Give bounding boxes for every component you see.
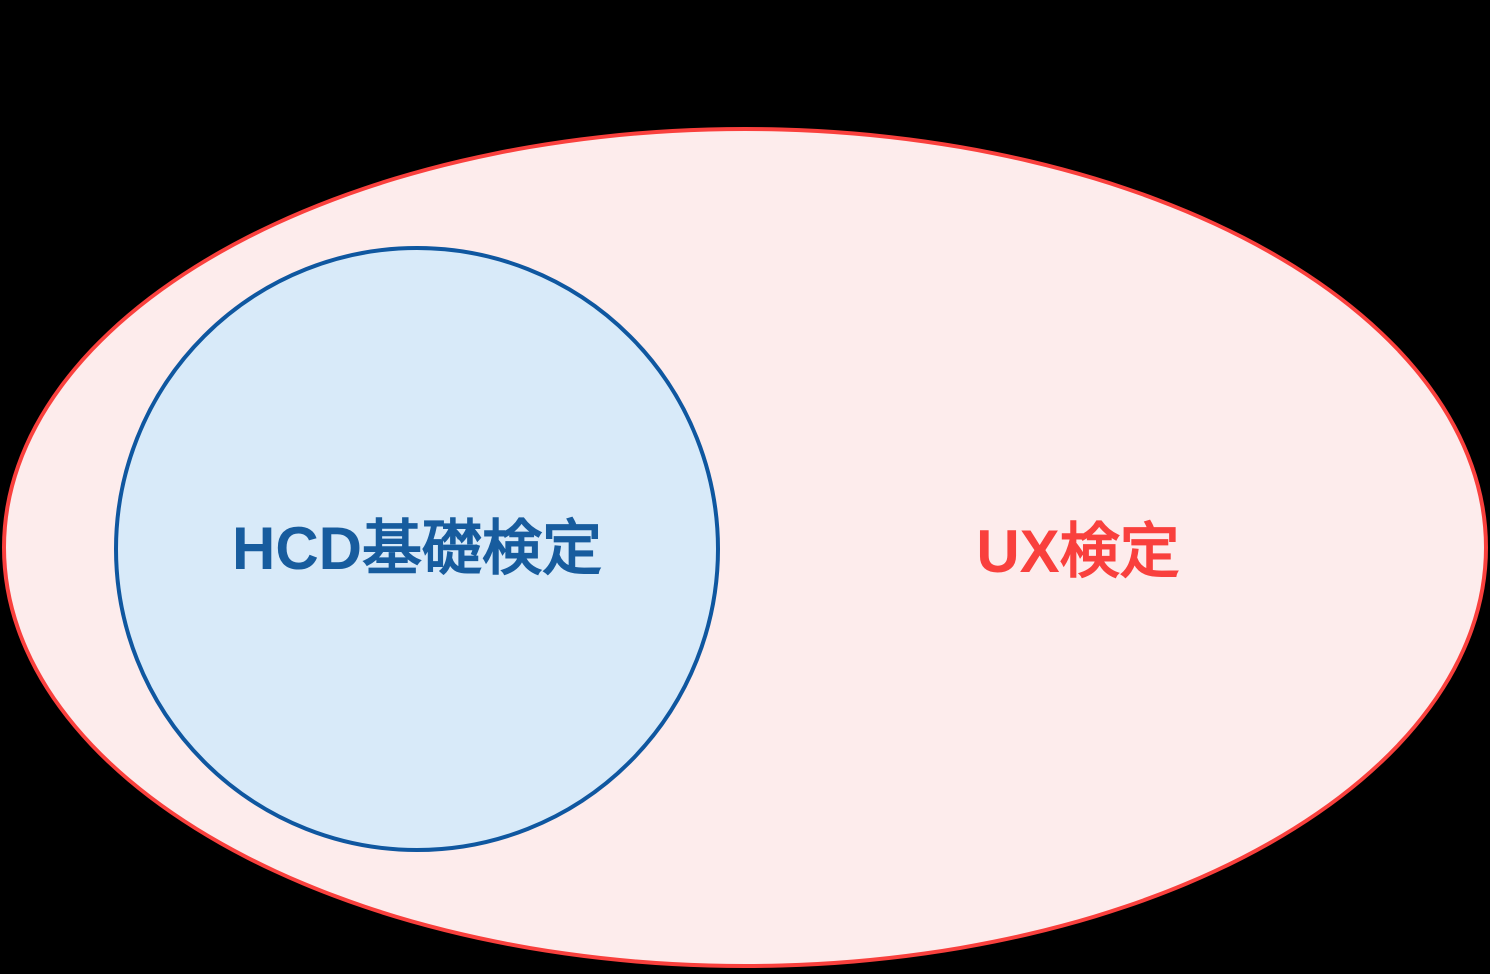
ux-certification-label: UX検定 [976,518,1180,585]
hcd-basic-certification-label: HCD基礎検定 [232,515,602,582]
hcd-basic-certification-set-circle: HCD基礎検定 [114,246,720,852]
